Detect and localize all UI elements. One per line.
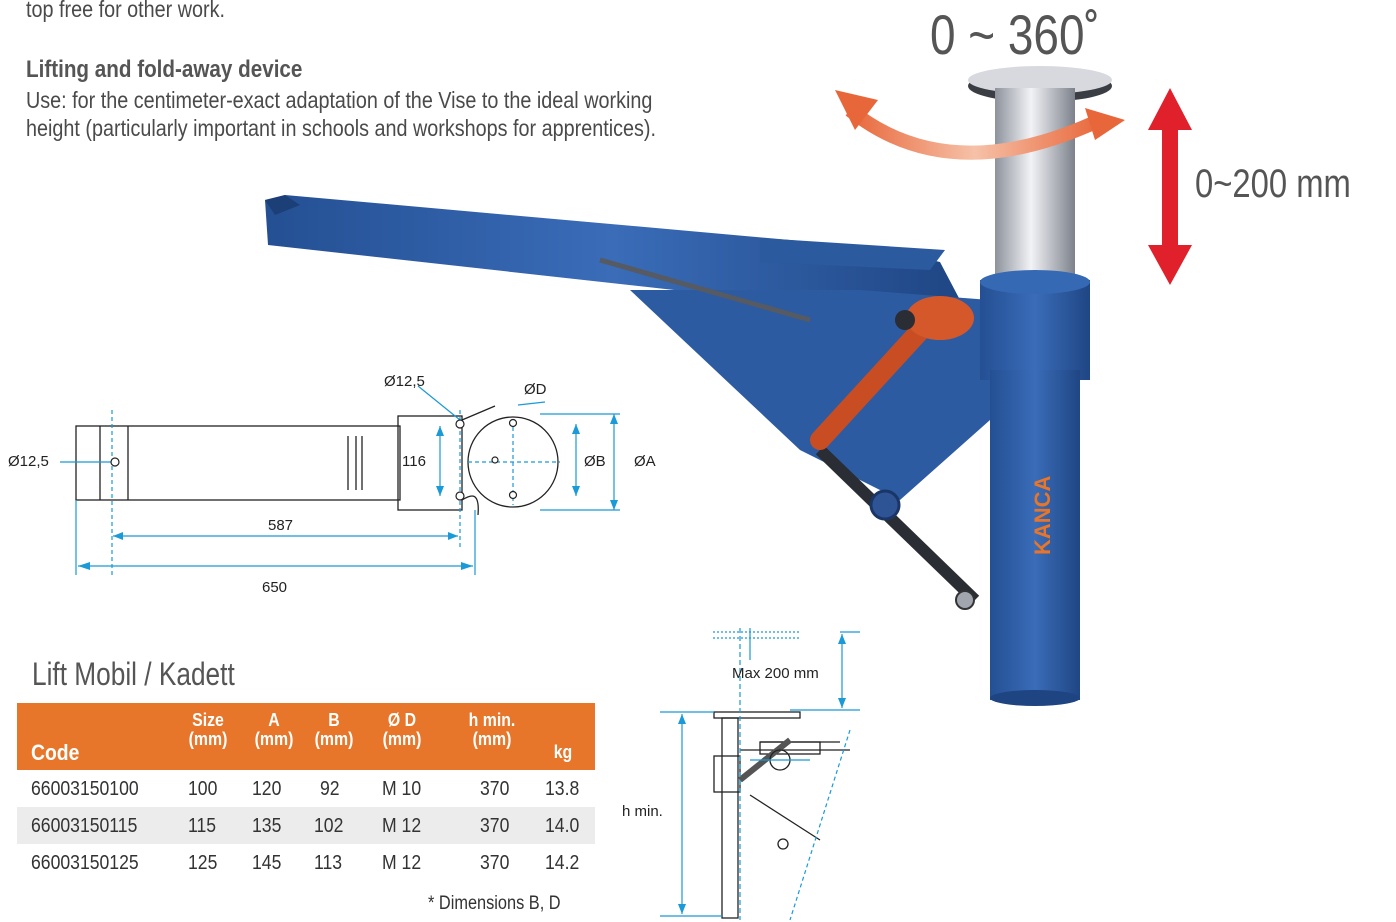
dia-a-label: ØA [634, 453, 656, 470]
spec-table: Code Size(mm) A(mm) B(mm) Ø D(mm) h min.… [17, 703, 595, 881]
brand-logo: KANCA [1030, 475, 1055, 555]
header-a: A(mm) [254, 710, 294, 749]
clamp-lever [810, 310, 940, 450]
column-lower [990, 370, 1080, 700]
cell-code: 66003150100 [31, 778, 139, 800]
dim-116-label: 116 [402, 453, 426, 470]
arm-outline [75, 425, 401, 501]
side-column [721, 717, 739, 919]
top-view-drawing: Ø12,5 Ø12,5 ØD ØB ØA 116 587 650 [8, 373, 656, 596]
header-size: Size(mm) [188, 710, 228, 749]
lift-device-line-2: height (particularly important in school… [26, 115, 656, 141]
cell-size: 100 [188, 778, 218, 800]
table-row: 66003150115 115 135 102 M 12 370 14.0 [17, 807, 595, 844]
cell-code: 66003150115 [31, 815, 138, 837]
header-d: Ø D(mm) [382, 710, 422, 749]
cell-hmin: 370 [480, 778, 510, 800]
lift-post [995, 88, 1075, 298]
cell-size: 125 [188, 852, 218, 874]
hmin-label: h min. [622, 803, 663, 820]
lift-device-line-1: Use: for the centimeter-exact adaptation… [26, 87, 653, 113]
swing-arm [265, 195, 960, 310]
column-upper [980, 280, 1090, 380]
cell-a: 145 [252, 852, 282, 874]
mount-block [397, 415, 463, 511]
height-arrow [1162, 120, 1178, 250]
intro-text: top free for other work. [26, 0, 225, 22]
cell-kg: 13.8 [545, 778, 580, 800]
height-label: 0~200 mm [1195, 162, 1351, 206]
rotation-label: 0 ~ 360˚ [930, 3, 1100, 66]
cell-a: 120 [252, 778, 282, 800]
cell-kg: 14.2 [545, 852, 580, 874]
lift-device-description: Use: for the centimeter-exact adaptation… [26, 86, 656, 142]
header-kg: kg [553, 742, 573, 762]
cell-d: M 12 [382, 815, 422, 837]
rotation-arrow [845, 104, 1103, 160]
table-row: 66003150100 100 120 92 M 10 370 13.8 [17, 770, 595, 807]
cell-hmin: 370 [480, 852, 510, 874]
cell-a: 135 [252, 815, 282, 837]
arm-mount-plate [760, 238, 945, 270]
header-hmin: h min.(mm) [468, 710, 516, 749]
lift-device-heading: Lifting and fold-away device [26, 56, 303, 83]
table-footnote: * Dimensions B, D [428, 893, 561, 914]
hole-top-label: Ø12,5 [384, 373, 425, 390]
header-b: B(mm) [314, 710, 354, 749]
cell-b: 113 [314, 852, 343, 874]
side-view-drawing: Max 200 mm h min. [622, 628, 860, 920]
hole-left-label: Ø12,5 [8, 453, 49, 470]
product-title: Lift Mobil / Kadett [32, 656, 235, 692]
max-lift-label: Max 200 mm [732, 665, 819, 682]
cell-kg: 14.0 [545, 815, 580, 837]
side-top-plate [713, 711, 801, 719]
table-row: 66003150125 125 145 113 M 12 370 14.2 [17, 844, 595, 881]
cell-d: M 10 [382, 778, 422, 800]
table-header: Code Size(mm) A(mm) B(mm) Ø D(mm) h min.… [17, 703, 595, 770]
cell-b: 102 [314, 815, 344, 837]
cell-d: M 12 [382, 852, 422, 874]
support-strut [815, 445, 980, 605]
header-code: Code [31, 740, 80, 765]
cell-hmin: 370 [480, 815, 510, 837]
cell-size: 115 [188, 815, 217, 837]
cell-code: 66003150125 [31, 852, 139, 874]
pivot-bolt [869, 489, 901, 521]
dia-b-label: ØB [584, 453, 606, 470]
dim-587-label: 587 [268, 517, 293, 534]
dim-650-label: 650 [262, 579, 287, 596]
cell-b: 92 [320, 778, 340, 800]
dia-d-label: ØD [524, 381, 547, 398]
